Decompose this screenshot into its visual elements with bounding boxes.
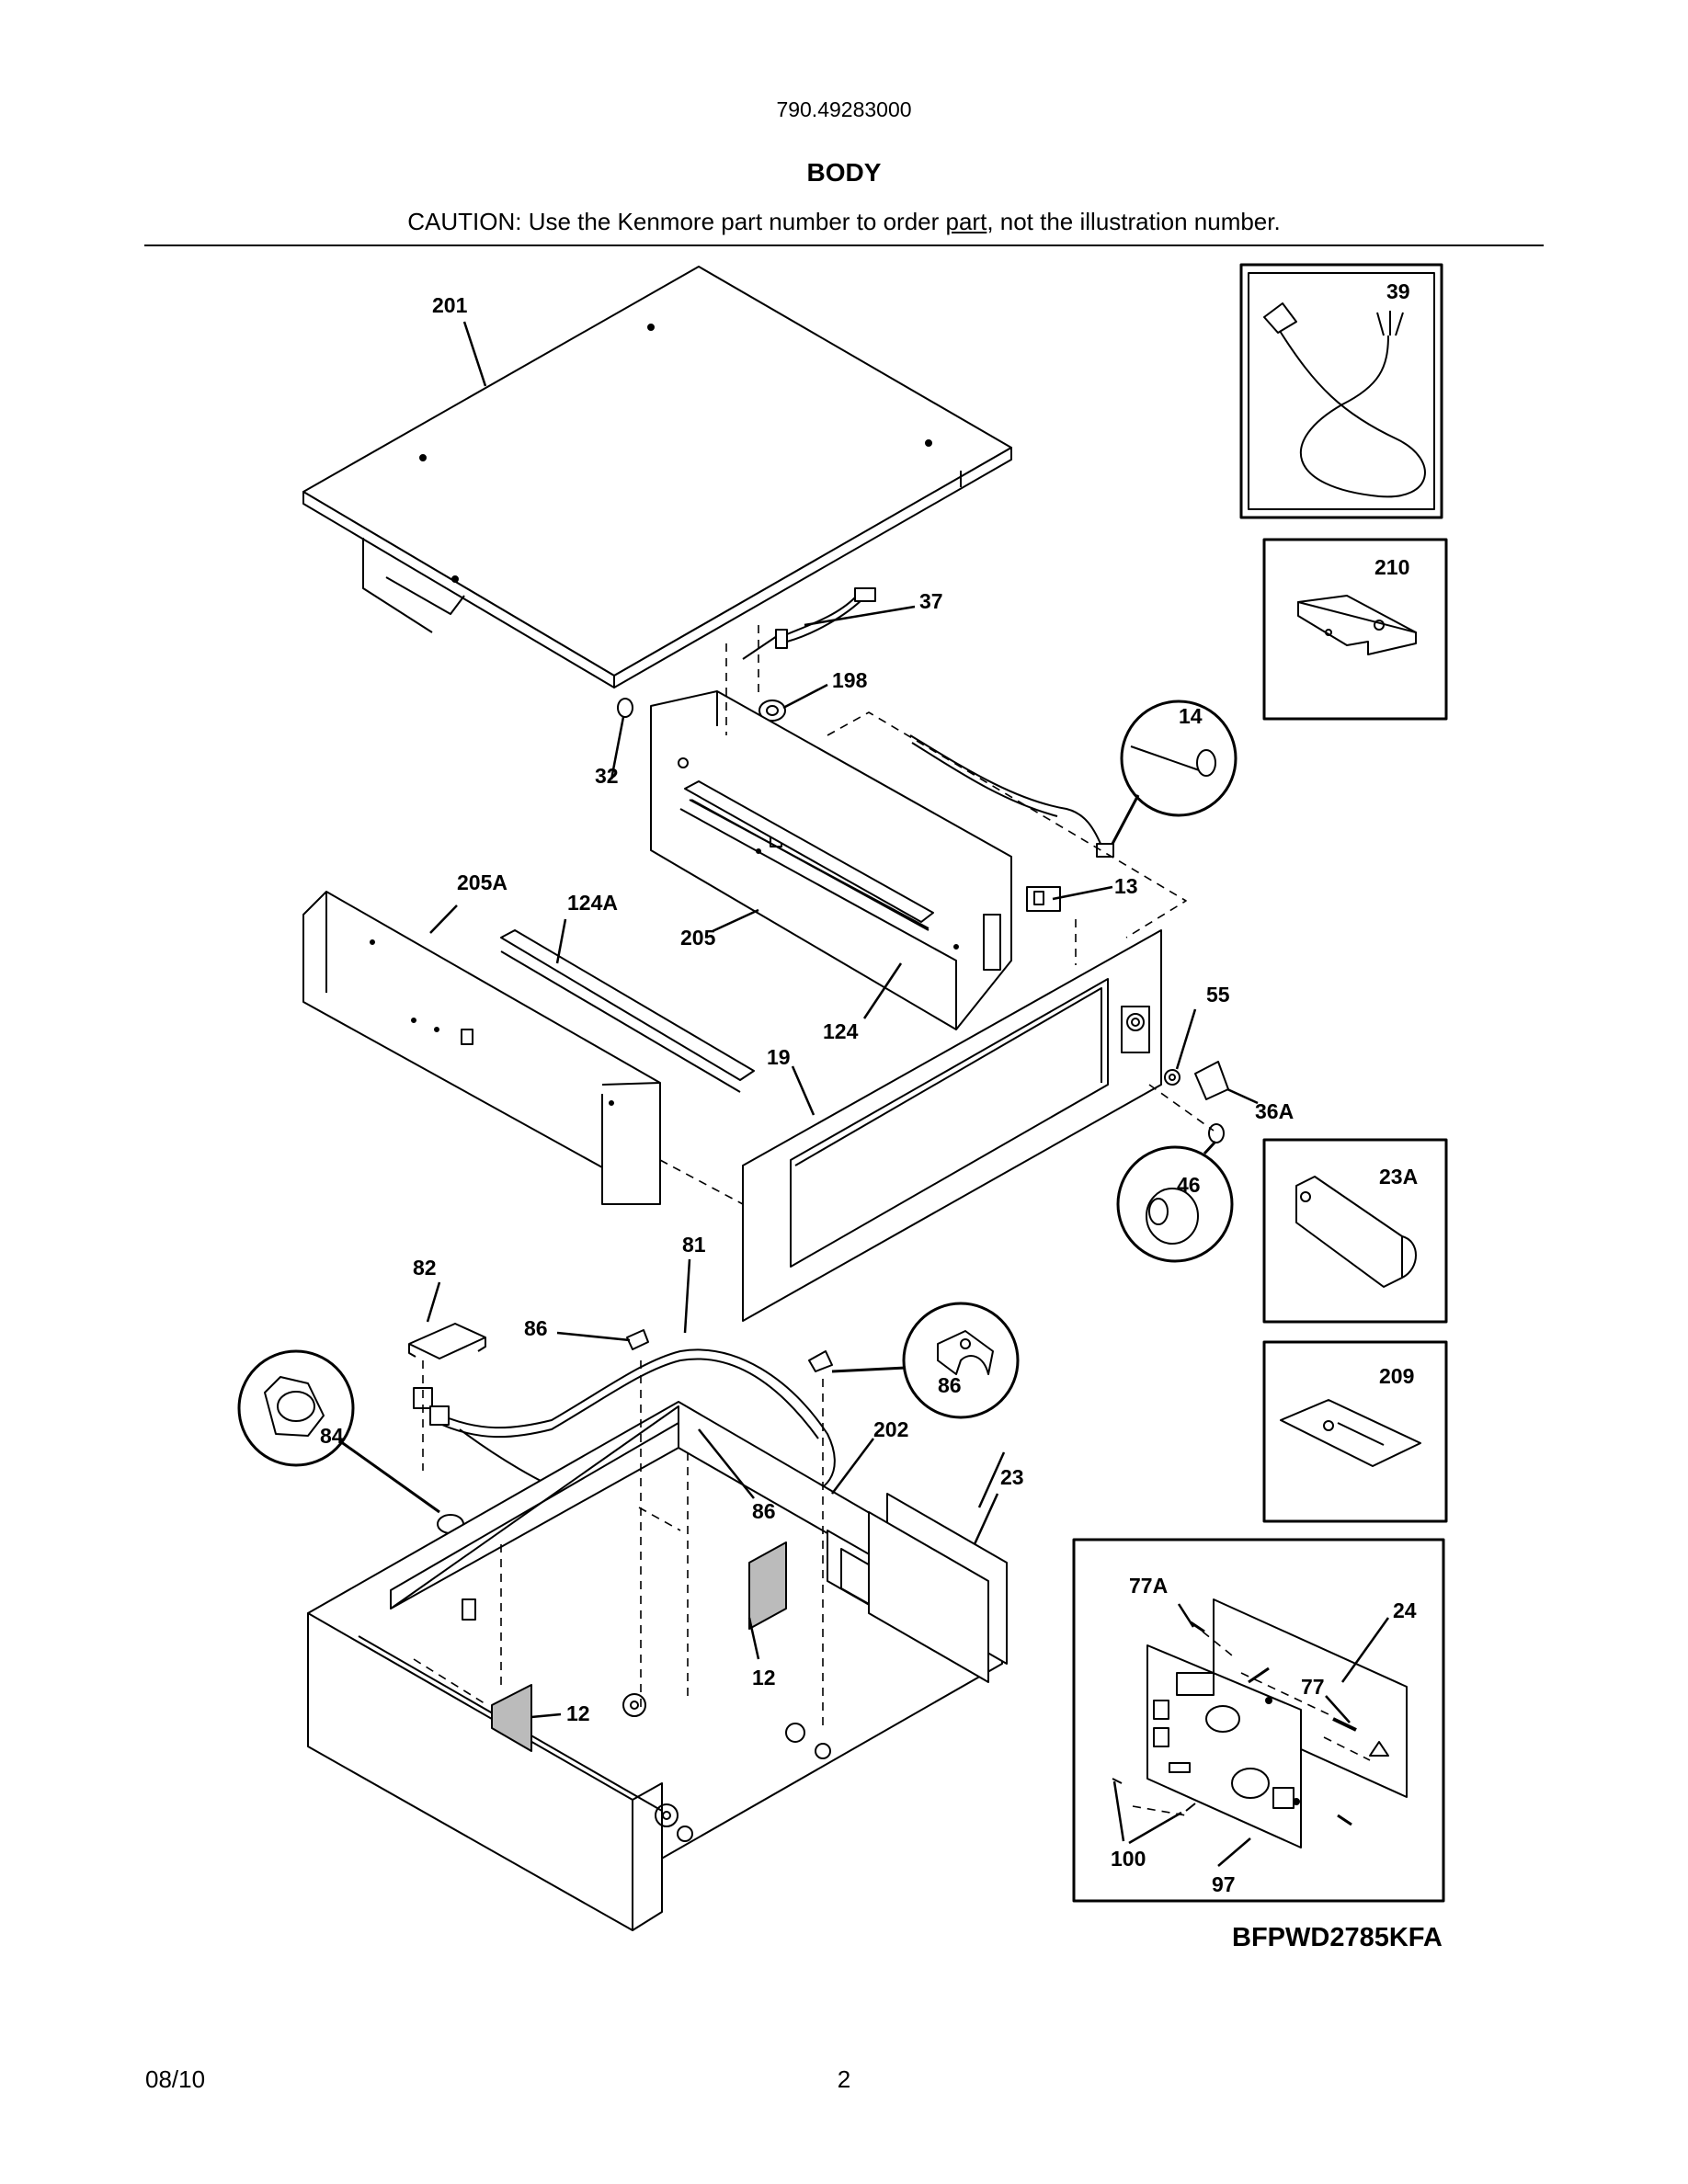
bracket-210-part — [1262, 538, 1448, 721]
sensor-37-part — [742, 587, 876, 660]
callout-46: 46 — [1177, 1173, 1201, 1197]
callout-13: 13 — [1114, 874, 1138, 898]
bracket-82-part — [408, 1323, 486, 1359]
callout-82: 82 — [413, 1256, 437, 1280]
caution-note: CAUTION: Use the Kenmore part number to … — [0, 208, 1688, 236]
clip-86-right-part — [808, 1302, 1020, 1419]
callout-39: 39 — [1386, 279, 1410, 303]
section-title: BODY — [806, 158, 882, 187]
callout-86-right: 86 — [938, 1373, 962, 1397]
callout-86-top: 86 — [524, 1316, 548, 1340]
washer-55-part — [1164, 1069, 1180, 1086]
rail-124A-part — [500, 929, 755, 1093]
light-46-part — [1116, 1123, 1234, 1263]
callout-12-upper: 12 — [752, 1666, 776, 1689]
callout-36A: 36A — [1255, 1099, 1294, 1123]
top-panel-part — [302, 266, 1012, 688]
element-14-part — [909, 700, 1237, 858]
insulation-12-lower-part — [491, 1684, 532, 1752]
callout-100: 100 — [1111, 1847, 1146, 1871]
callout-37: 37 — [919, 589, 943, 613]
callout-77: 77 — [1301, 1675, 1325, 1699]
callout-205: 205 — [680, 926, 716, 950]
caution-part-link: part — [945, 208, 987, 235]
callout-24: 24 — [1393, 1598, 1417, 1622]
front-frame-19-part — [742, 929, 1162, 1322]
callout-14: 14 — [1179, 704, 1203, 728]
model-number: 790.49283000 — [776, 97, 912, 121]
rear-panel-205A-part — [302, 891, 661, 1205]
callout-12-lower: 12 — [566, 1701, 590, 1725]
assembly-guide-lines — [413, 625, 1371, 1816]
leader-lines — [426, 321, 1390, 1867]
cover-plate-23-part — [868, 1493, 1008, 1683]
header-divider — [144, 245, 1544, 246]
footer-date: 08/10 — [145, 2065, 206, 2093]
callout-198: 198 — [832, 668, 868, 692]
rail-124-part — [684, 780, 934, 931]
thermostat-84-part — [237, 1349, 464, 1534]
control-board-24-part — [1072, 1538, 1445, 1903]
callout-23: 23 — [1000, 1465, 1024, 1489]
caution-prefix: CAUTION: Use the Kenmore part number to … — [407, 208, 946, 235]
callout-19: 19 — [767, 1045, 791, 1069]
caution-suffix: , not the illustration number. — [987, 208, 1281, 235]
callout-77A: 77A — [1129, 1574, 1168, 1598]
bracket-209-part — [1262, 1340, 1448, 1523]
insulation-12-upper-part — [748, 1541, 787, 1630]
callout-23A: 23A — [1379, 1165, 1418, 1189]
diagram-reference-code: BFPWD2785KFA — [1232, 1923, 1443, 1952]
callout-81: 81 — [682, 1233, 706, 1257]
clip-86-top-part — [626, 1329, 649, 1350]
callout-55: 55 — [1206, 983, 1230, 1007]
callout-32: 32 — [595, 764, 619, 788]
bracket-23A-part — [1262, 1138, 1448, 1324]
knob-36A-part — [1194, 1061, 1229, 1100]
callout-205A: 205A — [457, 870, 508, 894]
power-cord-part — [1239, 263, 1443, 519]
callout-124A: 124A — [567, 891, 618, 915]
callout-86-lower: 86 — [752, 1499, 776, 1523]
callout-201: 201 — [432, 293, 468, 317]
bumper-32-part — [617, 698, 633, 718]
oven-body-202-part — [307, 1401, 1003, 1931]
callout-210: 210 — [1374, 555, 1409, 579]
clip-198-part — [758, 700, 786, 722]
callout-84: 84 — [320, 1424, 344, 1448]
callout-202: 202 — [873, 1417, 908, 1441]
callout-97: 97 — [1212, 1872, 1236, 1896]
callout-209: 209 — [1379, 1364, 1414, 1388]
callout-labels: 201 39 210 37 198 14 32 205A 124A 205 13… — [320, 279, 1418, 1896]
callout-124: 124 — [823, 1019, 859, 1043]
footer-page-number: 2 — [837, 2065, 851, 2093]
